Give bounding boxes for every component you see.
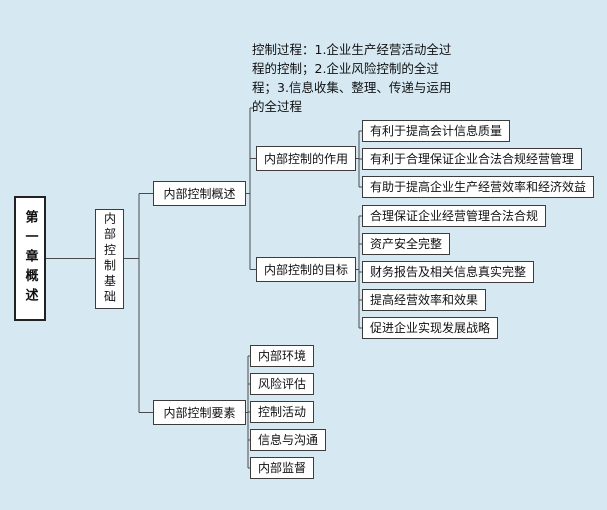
node-chapter-title[interactable]: 第一章概述 — [14, 196, 46, 321]
node-element-item-3-label: 控制活动 — [258, 405, 307, 419]
node-internal-control-basics-label: 内部控制基础 — [102, 212, 117, 306]
node-internal-control-goal[interactable]: 内部控制的目标 — [256, 257, 356, 282]
node-internal-control-elements-label: 内部控制要素 — [163, 405, 236, 420]
node-internal-control-role[interactable]: 内部控制的作用 — [256, 146, 356, 171]
node-element-item-1-label: 内部环境 — [258, 349, 307, 363]
node-chapter-title-label: 第一章概述 — [22, 209, 38, 308]
node-internal-control-basics[interactable]: 内部控制基础 — [95, 209, 124, 309]
node-role-item-1[interactable]: 有利于提高会计信息质量 — [362, 120, 511, 142]
node-goal-item-4-label: 提高经营效率和效果 — [370, 293, 479, 307]
node-control-process-note[interactable]: 控制过程：1.企业生产经营活动全过程的控制；2.企业风险控制的全过程；3.信息收… — [252, 42, 452, 114]
node-goal-item-2[interactable]: 资产安全完整 — [362, 233, 451, 255]
node-role-item-2-label: 有利于合理保证企业合法合规经营管理 — [370, 152, 575, 166]
node-element-item-2-label: 风险评估 — [258, 377, 307, 391]
node-goal-item-5-label: 促进企业实现发展战略 — [370, 321, 491, 335]
node-role-item-1-label: 有利于提高会计信息质量 — [370, 124, 503, 138]
node-element-item-3[interactable]: 控制活动 — [250, 401, 315, 423]
node-internal-control-role-label: 内部控制的作用 — [263, 151, 348, 166]
node-internal-control-overview-label: 内部控制概述 — [163, 186, 236, 201]
node-internal-control-goal-label: 内部控制的目标 — [263, 262, 348, 277]
node-role-item-2[interactable]: 有利于合理保证企业合法合规经营管理 — [362, 148, 583, 170]
node-internal-control-elements[interactable]: 内部控制要素 — [153, 400, 246, 425]
node-internal-control-overview[interactable]: 内部控制概述 — [153, 181, 246, 206]
node-element-item-4[interactable]: 信息与沟通 — [250, 429, 327, 451]
node-role-item-3-label: 有助于提高企业生产经营效率和经济效益 — [370, 180, 587, 194]
node-goal-item-2-label: 资产安全完整 — [370, 237, 443, 251]
node-goal-item-1-label: 合理保证企业经营管理合法合规 — [370, 209, 539, 223]
node-element-item-5-label: 内部监督 — [258, 461, 307, 475]
node-goal-item-5[interactable]: 促进企业实现发展战略 — [362, 317, 499, 339]
node-element-item-2[interactable]: 风险评估 — [250, 373, 315, 395]
node-element-item-1[interactable]: 内部环境 — [250, 345, 315, 367]
node-goal-item-3-label: 财务报告及相关信息真实完整 — [370, 265, 527, 279]
node-element-item-4-label: 信息与沟通 — [258, 433, 319, 447]
node-element-item-5[interactable]: 内部监督 — [250, 457, 315, 479]
node-goal-item-1[interactable]: 合理保证企业经营管理合法合规 — [362, 205, 547, 227]
node-goal-item-4[interactable]: 提高经营效率和效果 — [362, 289, 487, 311]
node-role-item-3[interactable]: 有助于提高企业生产经营效率和经济效益 — [362, 176, 595, 198]
node-goal-item-3[interactable]: 财务报告及相关信息真实完整 — [362, 261, 535, 283]
